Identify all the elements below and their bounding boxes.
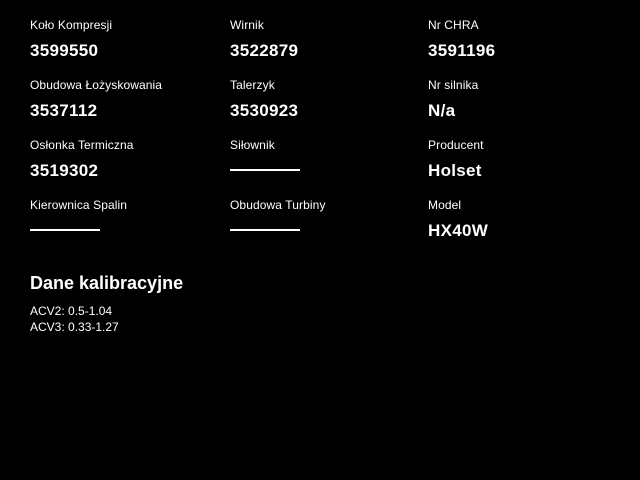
field-value: 3519302	[30, 161, 99, 180]
field-wirnik: Wirnik 3522879	[230, 16, 428, 76]
field-label: Osłonka Termiczna	[30, 138, 134, 152]
field-value: N/a	[428, 101, 456, 120]
field-nr-silnika: Nr silnika N/a	[428, 76, 610, 136]
field-obudowa-turbiny: Obudowa Turbiny	[230, 196, 428, 256]
field-value: 3537112	[30, 101, 98, 120]
parts-grid: Koło Kompresji 3599550 Wirnik 3522879 Nr…	[30, 16, 640, 256]
field-kolo-kompresji: Koło Kompresji 3599550	[30, 16, 230, 76]
field-label: Nr silnika	[428, 78, 479, 92]
field-value: 3591196	[428, 41, 496, 60]
empty-value-line	[230, 229, 300, 231]
field-oslonka-termiczna: Osłonka Termiczna 3519302	[30, 136, 230, 196]
calibration-title: Dane kalibracyjne	[30, 273, 184, 293]
field-model: Model HX40W	[428, 196, 610, 256]
field-label: Kierownica Spalin	[30, 198, 128, 212]
field-silownik: Siłownik	[230, 136, 428, 196]
field-label: Producent	[428, 138, 484, 152]
field-value: 3522879	[230, 41, 299, 60]
empty-value-line	[30, 229, 100, 231]
field-label: Talerzyk	[230, 78, 275, 92]
field-talerzyk: Talerzyk 3530923	[230, 76, 428, 136]
field-label: Koło Kompresji	[30, 18, 113, 32]
field-kierownica-spalin: Kierownica Spalin	[30, 196, 230, 256]
calibration-values: ACV2: 0.5-1.04 ACV3: 0.33-1.27	[30, 303, 640, 335]
calibration-line-acv3: ACV3: 0.33-1.27	[30, 320, 119, 334]
field-label: Siłownik	[230, 138, 275, 152]
field-label: Nr CHRA	[428, 18, 479, 32]
field-label: Obudowa Turbiny	[230, 198, 326, 212]
calibration-line-acv2: ACV2: 0.5-1.04	[30, 304, 113, 318]
field-label: Model	[428, 198, 462, 212]
field-obudowa-lozyskowania: Obudowa Łożyskowania 3537112	[30, 76, 230, 136]
field-value: HX40W	[428, 221, 489, 240]
calibration-section: Dane kalibracyjne ACV2: 0.5-1.04 ACV3: 0…	[30, 272, 640, 335]
field-value: 3599550	[30, 41, 99, 60]
field-value: 3530923	[230, 101, 299, 120]
field-label: Obudowa Łożyskowania	[30, 78, 163, 92]
field-nr-chra: Nr CHRA 3591196	[428, 16, 610, 76]
field-label: Wirnik	[230, 18, 264, 32]
field-producent: Producent Holset	[428, 136, 610, 196]
field-value: Holset	[428, 161, 482, 180]
empty-value-line	[230, 169, 300, 171]
